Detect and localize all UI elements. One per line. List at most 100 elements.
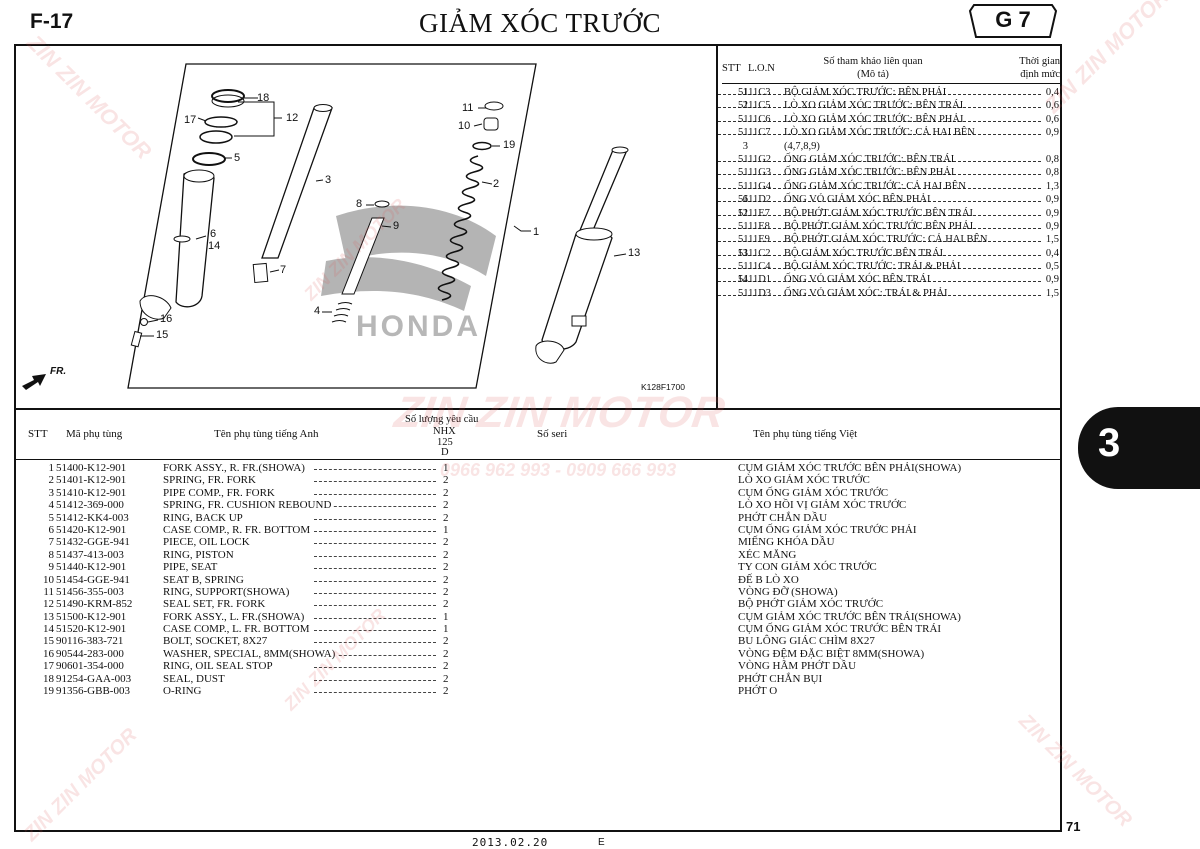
row-qty: 1 — [443, 462, 451, 475]
ref-desc: ỐNG GIẢM XÓC TRƯỚC: BÊN PHẢI — [784, 167, 955, 179]
row-part-number: 51454-GGE-941 — [56, 573, 132, 586]
group-badge: G 7 — [968, 3, 1058, 41]
ref-stt: 13 — [737, 247, 749, 259]
group-badge-frame — [968, 4, 1058, 38]
exploded-diagram: HONDA — [16, 46, 716, 408]
row-dash-leader — [314, 679, 436, 681]
row-qty: 2 — [443, 672, 451, 686]
ref-code: 5111E7 — [738, 207, 770, 219]
row-dash-leader — [314, 506, 436, 508]
row-name-en: SEAL, DUST — [163, 672, 227, 686]
callout-15: 15 — [156, 329, 169, 341]
row-name-vn: TY CON GIẢM XÓC TRƯỚC — [738, 561, 879, 574]
row-name-vn: LÒ XO HỒI VỊ GIẢM XÓC TRƯỚC — [738, 499, 909, 512]
ref-stt: 1 — [742, 87, 748, 98]
callout-7: 7 — [280, 264, 287, 276]
row-name-vn: VÒNG HÃM PHỚT DẦU — [738, 660, 859, 673]
row-qty: 2 — [443, 635, 451, 648]
row-qty: 2 — [443, 647, 451, 661]
row-stt: 1 — [48, 462, 56, 475]
row-dash-leader — [314, 630, 436, 632]
row-name-vn: CỤM ỐNG GIẢM XÓC TRƯỚC PHẢI — [738, 523, 919, 537]
ref-head-time: Thời gian — [1019, 56, 1060, 67]
callout-2: 2 — [493, 178, 500, 190]
row-qty: 2 — [443, 660, 451, 673]
row-dash-leader — [314, 518, 436, 520]
ref-code: 5111C4 — [738, 261, 771, 273]
callout-3: 3 — [325, 174, 332, 186]
ref-stt: 2 — [742, 100, 748, 112]
ref-code: 5111C3 — [738, 87, 771, 98]
ref-desc: BỘ PHỚT GIẢM XÓC TRƯỚC BÊN TRÁI — [784, 207, 973, 219]
ref-desc: BỘ GIẢM XÓC TRƯỚC BÊN TRÁI — [784, 247, 944, 259]
row-name-vn: PHỚT O — [738, 685, 780, 698]
row-stt: 12 — [43, 598, 56, 611]
row-name-en: FORK ASSY., L. FR.(SHOWA) — [163, 610, 307, 624]
ref-code: 5111C6 — [738, 113, 771, 125]
row-name-en: FORK ASSY., R. FR.(SHOWA) — [163, 462, 307, 475]
row-dash-leader — [314, 605, 436, 607]
row-stt: 10 — [43, 573, 56, 586]
diagram-ref-code: K128F1700 — [641, 382, 685, 392]
row-part-number: 51456-355-003 — [56, 585, 126, 599]
row-name-en: SPRING, FR. FORK — [163, 474, 258, 487]
row-part-number: 51500-K12-901 — [56, 610, 129, 624]
ref-code: 5111D3 — [738, 287, 772, 299]
row-name-vn: BỘ PHỚT GIẢM XÓC TRƯỚC — [738, 598, 886, 611]
page-title: GIẢM XÓC TRƯỚC — [419, 8, 661, 38]
row-name-en: RING, BACK UP — [163, 511, 245, 524]
row-stt: 3 — [48, 486, 56, 500]
row-part-number: 51401-K12-901 — [56, 474, 129, 487]
row-stt: 13 — [43, 610, 56, 624]
row-dash-leader — [314, 592, 436, 594]
ref-time: 0,8 — [1045, 167, 1059, 179]
ref-time: 1,3 — [1045, 180, 1059, 192]
row-part-number: 90116-383-721 — [56, 635, 126, 648]
ref-time: 0,5 — [1045, 261, 1059, 273]
row-part-number: 51432-GGE-941 — [56, 536, 132, 549]
callout-6: 6 — [210, 228, 217, 240]
ref-code: 5111E8 — [738, 220, 770, 232]
ref-desc: LÒ XO GIẢM XÓC TRƯỚC: BÊN PHẢI — [784, 113, 964, 125]
row-dash-leader — [314, 555, 436, 557]
row-stt: 7 — [48, 536, 56, 549]
row-stt: 15 — [43, 635, 56, 648]
callout-16: 16 — [160, 313, 173, 325]
callout-9: 9 — [393, 220, 400, 232]
callout-8: 8 — [356, 198, 363, 210]
row-name-en: RING, SUPPORT(SHOWA) — [163, 585, 292, 599]
ref-code: 5111C5 — [738, 100, 771, 112]
row-part-number: 51420-K12-901 — [56, 523, 129, 537]
row-stt: 18 — [43, 672, 56, 686]
callout-18: 18 — [257, 92, 270, 104]
ref-head-time-sub: định mức — [1020, 69, 1060, 80]
front-arrow-label: FR. — [50, 366, 67, 377]
ref-time: 0,4 — [1045, 87, 1059, 98]
row-part-number: 51412-KK4-003 — [56, 511, 131, 524]
ref-code: 5111G3 — [738, 167, 772, 179]
ref-time: 0,6 — [1045, 100, 1059, 112]
ref-time: 1,5 — [1045, 287, 1059, 299]
ref-code: 5111C2 — [738, 247, 771, 259]
parts-head-en: Tên phụ tùng tiếng Anh — [214, 428, 319, 440]
row-qty: 2 — [443, 585, 451, 599]
callout-11: 11 — [462, 102, 474, 114]
row-qty: 1 — [443, 610, 451, 624]
row-qty: 2 — [443, 486, 451, 500]
ref-stt: 14 — [737, 274, 749, 286]
row-dash-leader — [314, 530, 436, 532]
ref-desc: LÒ XO GIẢM XÓC TRƯỚC: CẢ HAI BÊN — [784, 127, 975, 139]
row-qty: 2 — [443, 561, 451, 574]
honda-wing-logo — [321, 205, 496, 311]
row-stt: 14 — [43, 623, 56, 636]
